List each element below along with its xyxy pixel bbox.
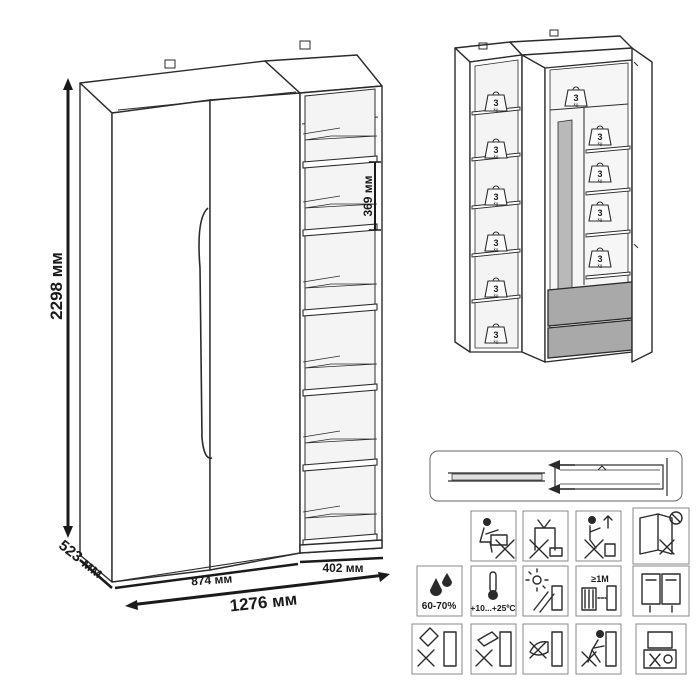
no-standing-on-furniture-icon	[522, 510, 569, 562]
weight-3kg-icon: 3kg	[588, 125, 612, 146]
shelf-width-label: 402 мм	[322, 561, 363, 575]
no-pushing-furniture-icon	[575, 623, 622, 675]
weight-value: 3	[493, 192, 498, 202]
weight-3kg-icon: 3kg	[564, 86, 588, 107]
no-direct-sunlight-icon	[522, 565, 569, 617]
temperature-icon: +10...+25ºC	[470, 565, 517, 617]
wardrobe-open-view	[454, 29, 653, 363]
care-icon-grid: 60-70% +10...+25ºC ≥1M	[411, 507, 690, 675]
open-door-left	[521, 54, 546, 363]
open-door-right	[631, 47, 653, 363]
dimension-total-width: 1276 мм	[125, 572, 390, 616]
dimension-wardrobe-width: 874 мм	[114, 562, 299, 590]
weight-3kg-icon: 3kg	[484, 231, 508, 252]
weight-value: 3	[493, 98, 498, 108]
weight-unit: kg	[598, 217, 603, 222]
weight-unit: kg	[494, 201, 499, 206]
no-pulling-icon	[470, 623, 517, 675]
distance-label: ≥1M	[591, 574, 608, 584]
no-leaning-icon	[522, 623, 569, 675]
shelf	[302, 430, 378, 472]
weight-3kg-icon: 3kg	[484, 277, 508, 298]
weight-unit: kg	[598, 263, 603, 268]
door-hanging-warning-icon	[632, 507, 690, 565]
weight-unit: kg	[494, 339, 499, 344]
shelf	[302, 275, 378, 317]
top-bracket-icon	[299, 40, 311, 50]
shelf-unit-shelves	[302, 127, 378, 547]
weight-3kg-icon: 3kg	[484, 185, 508, 206]
shelf	[585, 187, 631, 196]
weight-unit: kg	[574, 102, 579, 107]
assembly-doors-icon	[632, 565, 690, 617]
weight-unit: kg	[598, 178, 603, 183]
height-label: 2298 мм	[47, 252, 66, 320]
weight-value: 3	[493, 284, 498, 294]
weight-3kg-icon: 3kg	[484, 138, 508, 159]
weight-unit: kg	[494, 154, 499, 159]
shelf	[585, 145, 631, 154]
humidity-label: 60-70%	[422, 601, 457, 612]
dimension-height: 2298 мм	[47, 78, 73, 538]
weight-3kg-icon: 3kg	[588, 247, 612, 268]
drawer-front-top	[547, 281, 633, 327]
dimension-shelf-spacing: 369 мм	[361, 161, 381, 231]
weight-unit: kg	[494, 247, 499, 252]
shelf-spacing-label: 369 мм	[361, 175, 375, 216]
drawer-runner-detail	[429, 450, 683, 502]
weight-value: 3	[493, 330, 498, 340]
no-climbing-icon	[575, 510, 622, 562]
weight-value: 3	[493, 238, 498, 248]
top-bracket-icon	[164, 59, 176, 69]
no-tv-on-top-icon	[635, 623, 687, 675]
weight-value: 3	[597, 169, 602, 179]
weight-value: 3	[597, 254, 602, 264]
shelf	[585, 229, 631, 238]
weight-unit: kg	[494, 293, 499, 298]
weight-unit: kg	[494, 107, 499, 112]
left-door	[111, 99, 211, 583]
temperature-label: +10...+25ºC	[470, 603, 515, 613]
weight-value: 3	[597, 208, 602, 218]
humidity-icon: 60-70%	[416, 565, 463, 617]
arrow-left-icon	[548, 484, 560, 494]
dimension-shelf-width: 402 мм	[299, 556, 384, 575]
wardrobe-main-view	[79, 40, 383, 583]
shelf	[302, 355, 378, 397]
weight-unit: kg	[598, 141, 603, 146]
no-hanging-on-door-icon	[411, 623, 463, 675]
weight-3kg-icon: 3kg	[484, 91, 508, 112]
no-sitting-on-furniture-icon	[470, 510, 517, 562]
arrow-left-icon	[548, 460, 560, 470]
weight-3kg-icon: 3kg	[588, 201, 612, 222]
door-handle-groove	[198, 207, 213, 459]
right-door	[209, 92, 301, 571]
wardrobe-width-label: 874 мм	[191, 572, 233, 589]
weight-value: 3	[493, 145, 498, 155]
weight-value: 3	[573, 93, 578, 103]
shelf	[585, 271, 631, 280]
weight-3kg-icon: 3kg	[484, 323, 508, 344]
weight-3kg-icon: 3kg	[588, 162, 612, 183]
distance-from-heater-icon: ≥1M	[575, 565, 622, 617]
weight-value: 3	[597, 132, 602, 142]
